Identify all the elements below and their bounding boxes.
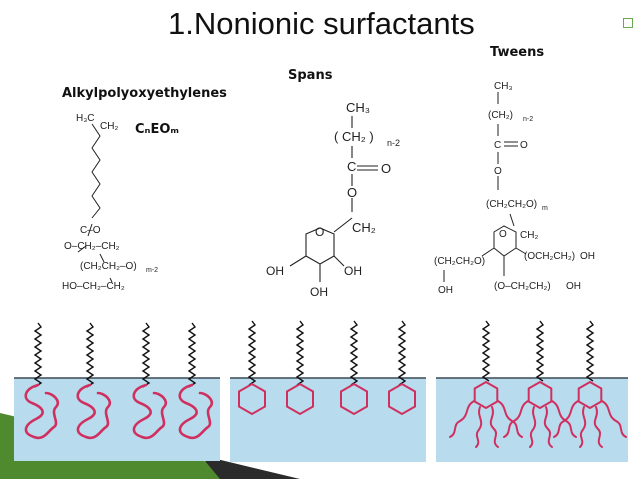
tweens-carbonyl-o: O xyxy=(520,140,528,151)
hydrophobic-tail xyxy=(141,322,151,388)
polyoxyethylene-branch xyxy=(551,400,577,438)
polyoxyethylene-branch xyxy=(579,406,587,448)
spans-ch2n: ( CH₂ ) xyxy=(334,129,374,144)
heads-group-tweens xyxy=(449,380,627,448)
structure-spans xyxy=(289,116,378,282)
slide-bullet-icon xyxy=(623,18,633,28)
tweens-right-oh-2: OH xyxy=(566,281,581,292)
spans-ch2: CH₂ xyxy=(352,220,376,235)
spans-ch3: CH₃ xyxy=(346,100,370,115)
spans-oh-left: OH xyxy=(266,264,284,278)
tails-group-alkyl xyxy=(33,322,197,388)
polyoxyethylene-headgroup xyxy=(132,383,168,440)
polyoxyethylene-branch xyxy=(543,406,553,448)
slide-title: 1.Nonionic surfactants xyxy=(168,6,475,41)
sugar-headgroup xyxy=(577,380,603,410)
hydrophobic-tail xyxy=(187,322,197,388)
footer-accent-dark xyxy=(200,455,300,479)
spans-ring-o: O xyxy=(315,225,324,239)
polyoxyethylene-branch xyxy=(529,406,537,448)
structure-alkylpolyoxyethylene xyxy=(77,123,113,283)
alkyl-h3c: H₃C xyxy=(76,113,95,124)
label-tweens: Tweens xyxy=(490,45,545,60)
spans-oh-right: OH xyxy=(344,264,362,278)
tweens-ch2n: (CH₂) xyxy=(488,110,513,121)
sugar-headgroup xyxy=(388,382,416,416)
tweens-left-oh: OH xyxy=(438,285,453,296)
polyoxyethylene-headgroup xyxy=(76,383,112,440)
sugar-headgroup xyxy=(286,382,314,416)
spans-carbonyl-c: C xyxy=(347,159,356,174)
alkyl-ch2-top: CH₂ xyxy=(100,121,118,132)
polyoxyethylene-branch xyxy=(553,400,579,438)
polyoxyethylene-branch xyxy=(593,406,603,448)
label-alkylpolyoxyethylenes: Alkylpolyoxyethylenes xyxy=(62,86,227,101)
panel-alkylpolyoxyethylenes xyxy=(14,322,220,461)
tweens-right-chain-1: (OCH₂CH₂) xyxy=(524,251,575,262)
hydrophobic-tail xyxy=(585,320,595,382)
tails-group-tweens xyxy=(481,320,595,382)
sugar-headgroup xyxy=(473,380,499,410)
label-cneom: CₙEOₘ xyxy=(135,122,180,137)
tweens-ch3: CH₃ xyxy=(494,81,513,92)
polyoxyethylene-branch xyxy=(601,400,627,438)
alkyl-c-o: C–O xyxy=(80,225,101,236)
polyoxyethylene-headgroup xyxy=(24,383,60,440)
tweens-ring-o: O xyxy=(499,229,507,240)
hydrophobic-tail xyxy=(247,320,257,386)
spans-n-subscript: n-2 xyxy=(387,138,400,148)
polyoxyethylene-branch xyxy=(475,406,483,448)
tails-group-spans xyxy=(247,320,407,386)
spans-carbonyl-o: O xyxy=(381,161,391,176)
surfactant-interface-diagram xyxy=(0,320,628,479)
hydrophobic-tail xyxy=(349,320,359,386)
tweens-left-chain: (CH₂CH₂O) xyxy=(434,256,485,267)
polyoxyethylene-headgroup xyxy=(178,383,214,440)
tweens-ester-o: O xyxy=(494,166,502,177)
hydrophobic-tail xyxy=(481,320,491,382)
structure-tweens xyxy=(443,92,527,282)
hydrophobic-tail xyxy=(397,320,407,386)
sugar-headgroup xyxy=(238,382,266,416)
polyoxyethylene-branch xyxy=(449,400,475,438)
polyoxyethylene-branch xyxy=(503,400,529,438)
panel-tweens xyxy=(436,320,628,462)
heads-group-alkyl xyxy=(24,383,214,440)
chemical-structures: H₃C CH₂ C–O O–CH₂–CH₂ (CH₂CH₂–O) m-2 HO–… xyxy=(62,81,595,299)
sugar-headgroup xyxy=(340,382,368,416)
alkyl-ho-line: HO–CH₂–CH₂ xyxy=(62,281,125,292)
heads-group-spans xyxy=(238,382,416,416)
tweens-ch2ch2o: (CH₂CH₂O) xyxy=(486,199,537,210)
tweens-carbonyl-c: C xyxy=(494,140,501,151)
hydrophobic-tail xyxy=(33,322,43,388)
panel-spans xyxy=(230,320,426,462)
label-spans: Spans xyxy=(288,68,333,83)
tweens-right-oh-1: OH xyxy=(580,251,595,262)
sugar-headgroup xyxy=(527,380,553,410)
polyoxyethylene-branch xyxy=(497,400,523,438)
tweens-ch2: CH₂ xyxy=(520,230,538,241)
tweens-right-chain-2: (O–CH₂CH₂) xyxy=(494,281,551,292)
alkyl-repeat-subscript: m-2 xyxy=(146,267,158,274)
polyoxyethylene-branch xyxy=(489,406,499,448)
spans-oh-bottom: OH xyxy=(310,285,328,299)
alkyl-repeat-unit: (CH₂CH₂–O) xyxy=(80,261,137,272)
hydrophobic-tail xyxy=(295,320,305,386)
spans-ester-o: O xyxy=(347,185,357,200)
tweens-m-subscript: m xyxy=(542,205,548,212)
tweens-n-subscript: n-2 xyxy=(523,116,533,123)
alkyl-o-ch2-ch2: O–CH₂–CH₂ xyxy=(64,241,120,252)
hydrophobic-tail xyxy=(85,322,95,388)
hydrophobic-tail xyxy=(535,320,545,382)
